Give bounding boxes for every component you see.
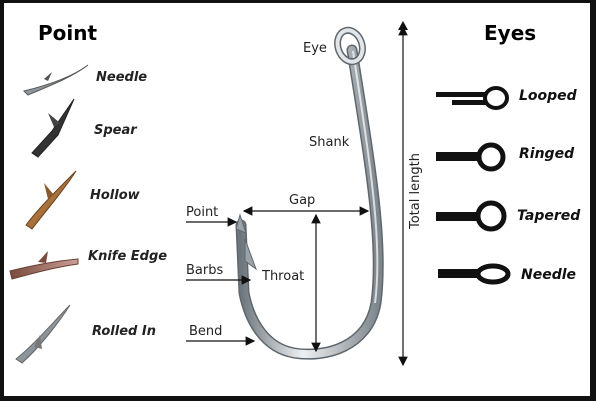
tapered-eye-image bbox=[436, 200, 507, 232]
spear-point-image bbox=[31, 98, 75, 158]
hook-anatomy-diagram: Point Eyes Needle Spear Hollow Knife Edg… bbox=[4, 3, 590, 396]
part-label-eye: Eye bbox=[303, 41, 327, 56]
needle-eye-image bbox=[438, 263, 511, 285]
eye-type-needle: Needle bbox=[521, 267, 577, 283]
rolled-in-point-image bbox=[15, 304, 71, 364]
point-heading: Point bbox=[38, 21, 98, 45]
point-type-rolled-in: Rolled In bbox=[92, 324, 156, 339]
eye-type-tapered: Tapered bbox=[517, 208, 581, 224]
total-length-dimension bbox=[398, 21, 408, 367]
part-label-point: Point bbox=[186, 205, 219, 220]
point-type-needle: Needle bbox=[96, 70, 148, 85]
eye-type-looped: Looped bbox=[519, 88, 577, 104]
eyes-heading: Eyes bbox=[484, 21, 537, 45]
hollow-point-image bbox=[25, 170, 77, 230]
part-label-shank: Shank bbox=[309, 135, 350, 150]
label-leader-lines bbox=[186, 217, 256, 346]
part-label-barbs: Barbs bbox=[186, 263, 224, 278]
point-type-hollow: Hollow bbox=[90, 188, 140, 203]
eye-type-ringed: Ringed bbox=[519, 146, 575, 162]
ringed-eye-image bbox=[436, 142, 506, 172]
part-label-throat: Throat bbox=[262, 269, 305, 284]
part-label-total-length: Total length bbox=[408, 153, 423, 229]
hook-image bbox=[235, 26, 384, 360]
knife-edge-point-image bbox=[9, 251, 79, 280]
part-label-bend: Bend bbox=[189, 324, 223, 339]
needle-point-image bbox=[23, 64, 89, 96]
point-type-knife-edge: Knife Edge bbox=[88, 249, 168, 264]
looped-eye-image bbox=[436, 86, 509, 110]
point-type-spear: Spear bbox=[94, 123, 137, 138]
part-label-gap: Gap bbox=[289, 193, 316, 208]
diagram-graphics bbox=[9, 21, 511, 367]
